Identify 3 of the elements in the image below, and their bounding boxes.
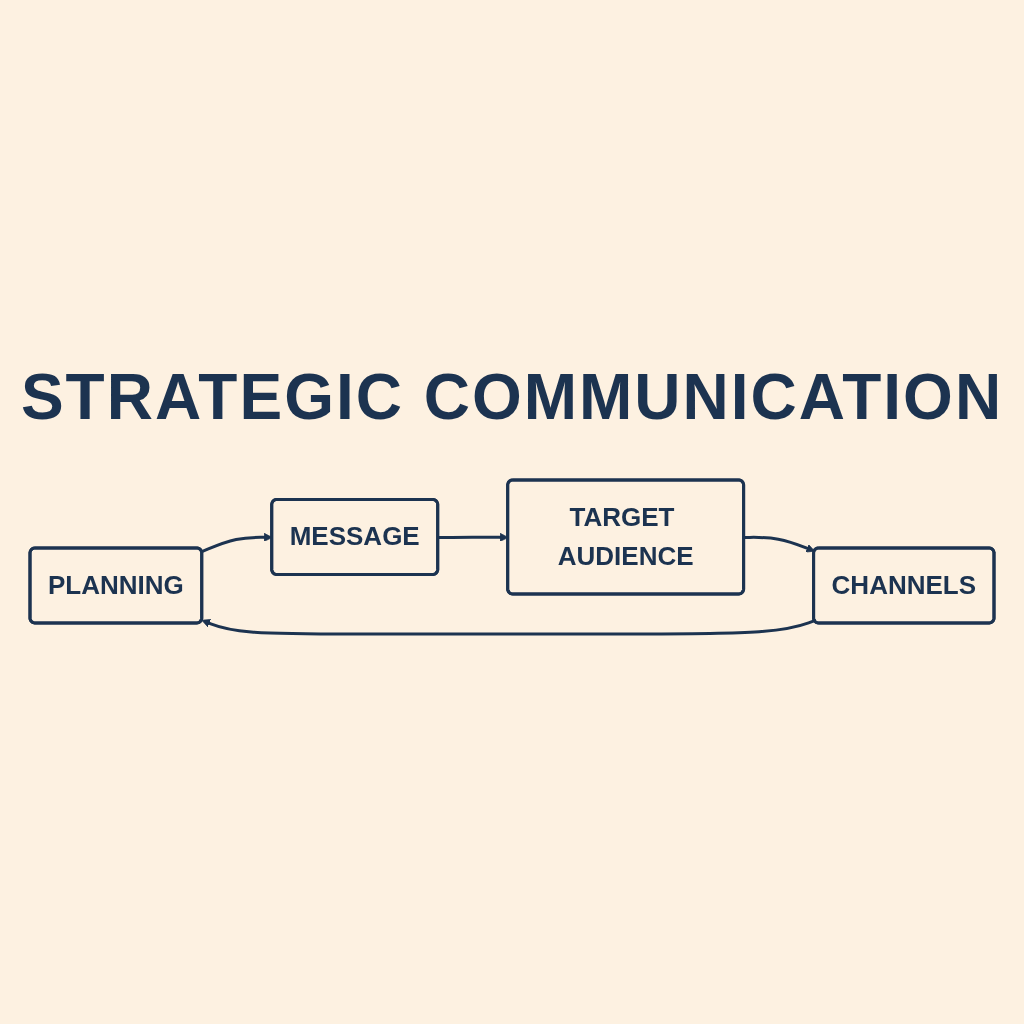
arrow: [744, 536, 816, 553]
arrow: [201, 619, 816, 636]
diagram-title: STRATEGIC COMMUNICATION: [20, 361, 1004, 433]
